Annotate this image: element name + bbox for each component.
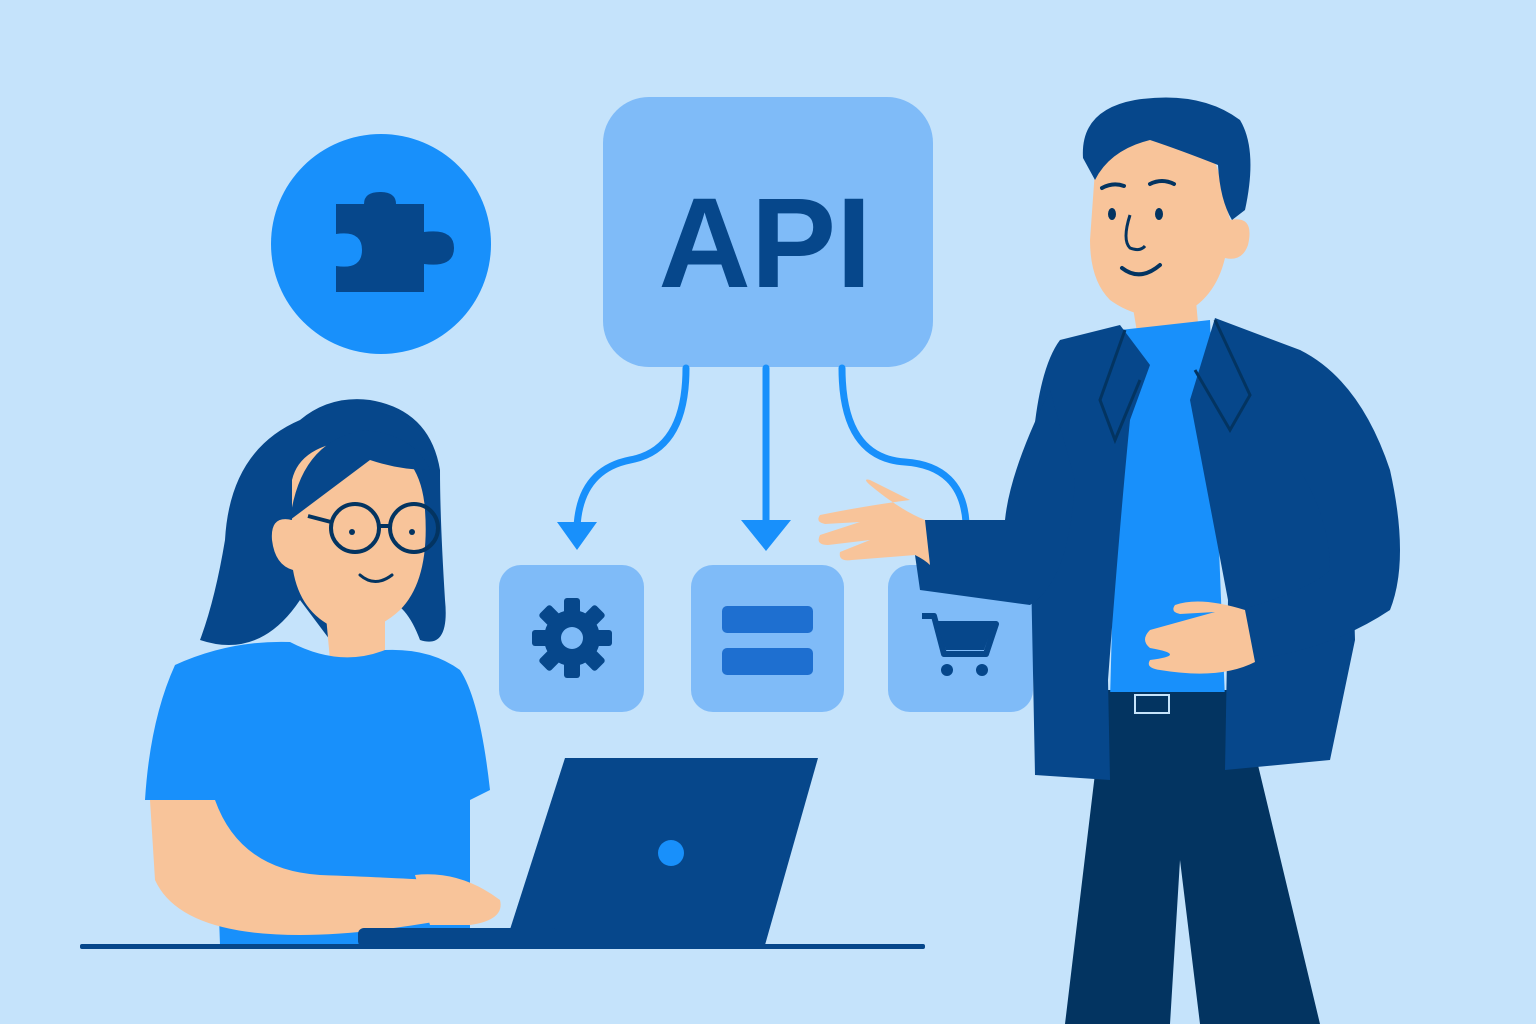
man-trousers — [1065, 690, 1320, 1024]
woman-developer — [145, 399, 501, 945]
man-face — [1090, 128, 1250, 317]
api-label: API — [658, 172, 871, 315]
arrow-to-settings — [573, 364, 690, 531]
connector-arrows — [573, 364, 970, 531]
arrowhead-settings — [557, 522, 597, 550]
laptop-base — [358, 928, 558, 947]
gear-icon — [532, 598, 612, 678]
desk-line — [80, 944, 925, 949]
man-hand-lower — [1145, 601, 1255, 674]
glasses — [307, 502, 440, 554]
api-box: API — [603, 97, 933, 367]
arrowhead-database — [741, 520, 791, 551]
database-icon — [722, 606, 813, 675]
settings-tile — [499, 565, 644, 712]
puzzle-icon — [336, 192, 454, 292]
database-tile — [691, 565, 844, 712]
man-hand-extended — [818, 479, 930, 565]
man-hair — [1082, 97, 1251, 220]
puzzle-badge — [271, 134, 491, 354]
shopping-cart-icon — [922, 613, 999, 676]
man-presenter — [818, 97, 1400, 1024]
laptop — [358, 758, 818, 947]
cart-tile — [888, 565, 1033, 712]
arrow-to-cart — [838, 364, 970, 526]
laptop-logo — [658, 840, 684, 866]
